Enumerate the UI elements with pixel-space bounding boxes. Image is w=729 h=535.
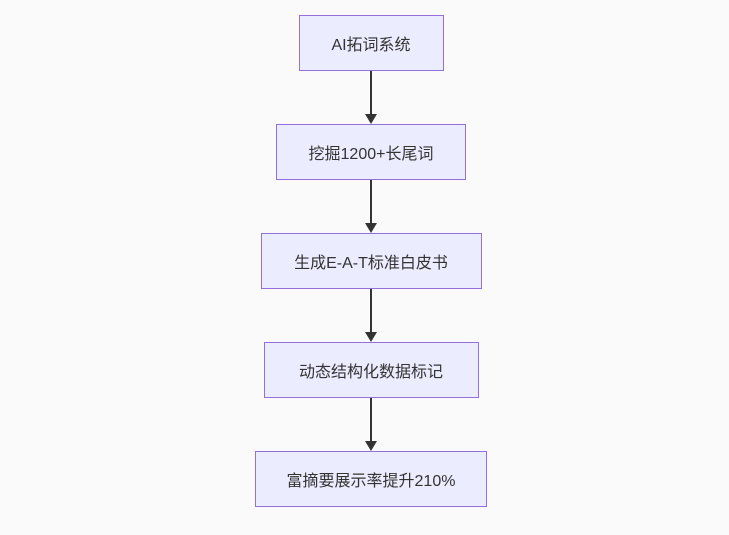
node-label: AI拓词系统 <box>331 37 411 54</box>
arrow-down-icon <box>365 114 377 124</box>
edge-n1-n2 <box>365 71 377 124</box>
edge-n2-n3 <box>365 180 377 233</box>
node-label: 挖掘1200+长尾词 <box>308 146 434 163</box>
edge-n3-n4 <box>365 289 377 342</box>
arrow-down-icon <box>365 332 377 342</box>
arrow-down-icon <box>365 441 377 451</box>
flowchart-node-ai-word-expansion: AI拓词系统 <box>298 15 444 71</box>
flowchart: AI拓词系统 挖掘1200+长尾词 生成E-A-T标准白皮书 动态结构化数据标记… <box>255 15 487 507</box>
arrow-line <box>370 289 372 332</box>
node-label: 生成E-A-T标准白皮书 <box>294 255 448 272</box>
arrow-down-icon <box>365 223 377 233</box>
flowchart-node-structured-data-markup: 动态结构化数据标记 <box>263 342 479 398</box>
arrow-line <box>370 71 372 114</box>
node-label: 富摘要展示率提升210% <box>286 473 456 490</box>
node-label: 动态结构化数据标记 <box>298 364 443 381</box>
flowchart-node-longtail-mining: 挖掘1200+长尾词 <box>276 124 466 180</box>
arrow-line <box>370 180 372 223</box>
edge-n4-n5 <box>365 398 377 451</box>
flowchart-node-eat-whitepaper: 生成E-A-T标准白皮书 <box>260 233 482 289</box>
arrow-line <box>370 398 372 441</box>
flowchart-node-rich-snippet-uplift: 富摘要展示率提升210% <box>255 451 487 507</box>
